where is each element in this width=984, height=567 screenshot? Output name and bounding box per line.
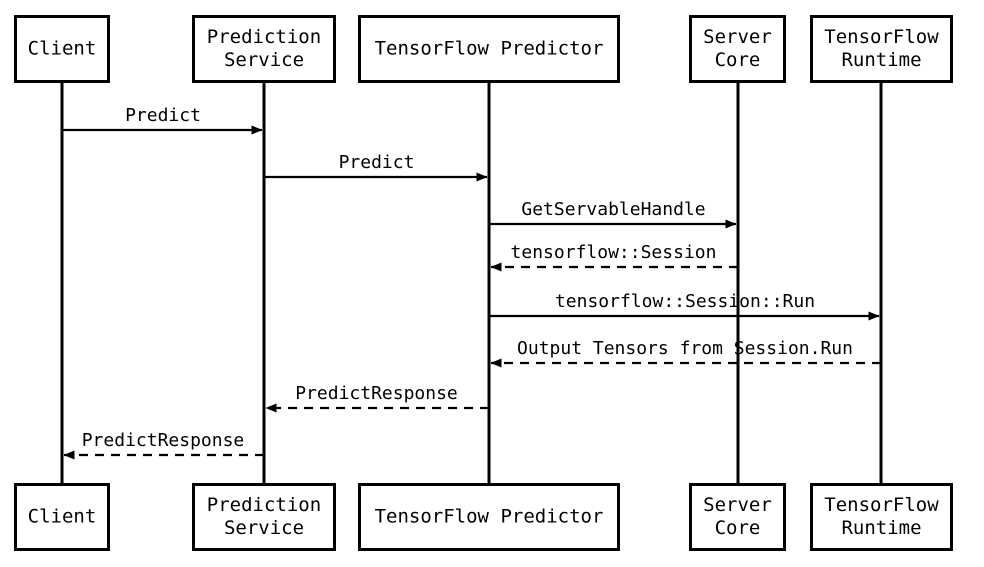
messages-layer: PredictPredictGetServableHandletensorflo…: [62, 105, 881, 460]
participant-footer-label-client: Client: [28, 506, 97, 528]
participant-header-box-server-core: [689, 15, 786, 83]
participant-header-client[interactable]: Client: [14, 15, 110, 83]
msg-tensorflow-session-label: tensorflow::Session: [511, 242, 717, 263]
msg-predict-response-2-label: PredictResponse: [82, 430, 245, 451]
msg-predict-2-label: Predict: [339, 152, 415, 173]
participant-footer-label-tensorflow-predictor: TensorFlow Predictor: [375, 506, 604, 528]
msg-output-tensors[interactable]: Output Tensors from Session.Run: [490, 338, 881, 368]
participant-header-label-tensorflow-predictor: TensorFlow Predictor: [375, 38, 604, 60]
msg-predict-response-2[interactable]: PredictResponse: [63, 430, 264, 460]
msg-get-servable-handle-label: GetServableHandle: [521, 199, 705, 220]
participant-header-label-client: Client: [28, 38, 97, 60]
participant-header-box-tensorflow-predictor: [358, 15, 620, 83]
msg-predict-1[interactable]: Predict: [62, 105, 263, 135]
participant-header-label-server-core: Server: [703, 26, 772, 48]
participant-footer-tensorflow-predictor[interactable]: TensorFlow Predictor: [358, 483, 620, 551]
participant-footer-box-server-core: [689, 483, 786, 551]
msg-get-servable-handle[interactable]: GetServableHandle: [489, 199, 737, 229]
participant-header-label-prediction-service: Prediction: [207, 26, 321, 48]
msg-predict-1-label: Predict: [125, 105, 201, 126]
msg-tensorflow-session[interactable]: tensorflow::Session: [490, 242, 738, 272]
participant-footer-box-client: [14, 483, 110, 551]
msg-predict-response-1[interactable]: PredictResponse: [265, 383, 489, 413]
participant-footer-box-tensorflow-runtime: [810, 483, 953, 551]
participant-footer-label-prediction-service: Service: [224, 517, 304, 539]
participant-footer-label-server-core: Server: [703, 494, 772, 516]
participant-header-label-tensorflow-runtime: TensorFlow: [824, 26, 939, 48]
participant-header-label-server-core: Core: [715, 49, 761, 71]
participant-footer-label-prediction-service: Prediction: [207, 494, 321, 516]
msg-tensorflow-session-run-label: tensorflow::Session::Run: [555, 291, 815, 312]
participant-header-label-tensorflow-runtime: Runtime: [841, 49, 921, 71]
participant-header-box-prediction-service: [192, 15, 336, 83]
participant-footer-label-server-core: Core: [715, 517, 761, 539]
msg-output-tensors-label: Output Tensors from Session.Run: [517, 338, 853, 359]
participant-header-box-client: [14, 15, 110, 83]
participant-footer-client[interactable]: Client: [14, 483, 110, 551]
participant-footer-box-prediction-service: [192, 483, 336, 551]
lifelines-layer: [60, 83, 883, 483]
participant-footer-box-tensorflow-predictor: [358, 483, 620, 551]
msg-predict-2[interactable]: Predict: [264, 152, 488, 182]
msg-tensorflow-session-run[interactable]: tensorflow::Session::Run: [489, 291, 880, 321]
participant-footer-label-tensorflow-runtime: TensorFlow: [824, 494, 939, 516]
participant-footer-label-tensorflow-runtime: Runtime: [841, 517, 921, 539]
participant-header-tensorflow-predictor[interactable]: TensorFlow Predictor: [358, 15, 620, 83]
msg-predict-response-1-label: PredictResponse: [295, 383, 458, 404]
participant-header-box-tensorflow-runtime: [810, 15, 953, 83]
participant-header-label-prediction-service: Service: [224, 49, 304, 71]
